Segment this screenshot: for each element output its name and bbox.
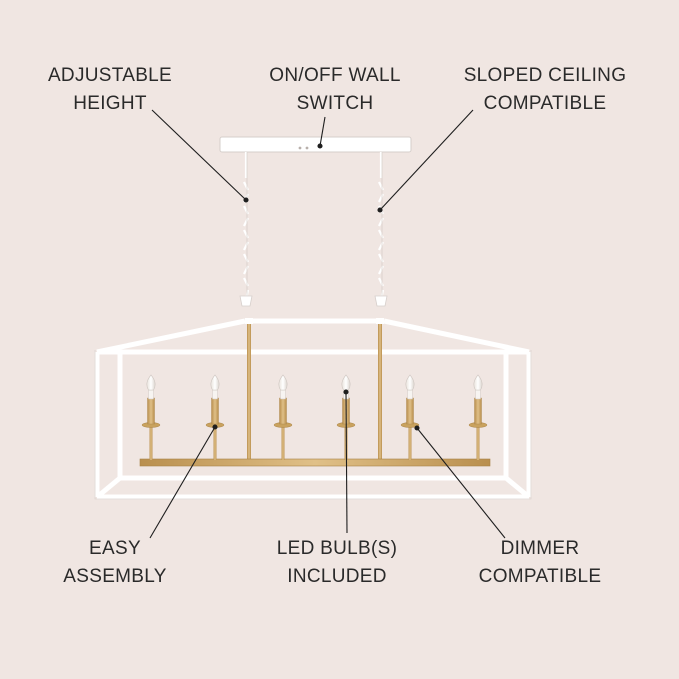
label-line: SLOPED CEILING: [463, 65, 627, 86]
label-led-bulbs: LED BULB(S) INCLUDED: [252, 535, 422, 591]
wall-switch-dot: [298, 146, 302, 150]
label-line: SWITCH: [296, 93, 374, 114]
candle-arm: [273, 374, 293, 460]
chain-hooks: [239, 295, 388, 307]
label-line: DIMMER: [500, 538, 580, 559]
candle-arm: [400, 374, 420, 460]
label-line: ON/OFF WALL: [269, 65, 401, 86]
cage-frame: [94, 318, 532, 500]
brass-base-bar: [139, 458, 491, 467]
label-line: HEIGHT: [73, 93, 147, 114]
label-line: ADJUSTABLE: [47, 65, 173, 86]
callout-lines: [149, 109, 506, 539]
suspension-chains: [243, 152, 385, 301]
callout-line-dimmer: [416, 427, 506, 539]
callout-line-sloped: [379, 109, 474, 211]
label-line: ASSEMBLY: [63, 566, 167, 587]
label-line: COMPATIBLE: [483, 93, 607, 114]
brass-rods: [245, 318, 384, 461]
label-dimmer: DIMMER COMPATIBLE: [450, 535, 630, 591]
callout-line-adjustable: [151, 109, 247, 201]
candle-arm: [468, 374, 488, 460]
candle-arm: [141, 374, 161, 460]
callout-line-led: [345, 391, 348, 534]
label-easy-assembly: EASY ASSEMBLY: [35, 535, 195, 591]
label-line: INCLUDED: [287, 566, 387, 587]
callout-line-switch: [319, 116, 326, 147]
label-line: COMPATIBLE: [478, 566, 602, 587]
candle-arm: [205, 374, 225, 460]
candle-group: [141, 374, 488, 460]
label-sloped-ceiling: SLOPED CEILING COMPATIBLE: [440, 62, 650, 118]
label-wall-switch: ON/OFF WALL SWITCH: [245, 62, 425, 118]
label-line: EASY: [89, 538, 141, 559]
callout-line-easy: [149, 426, 216, 539]
label-line: LED BULB(S): [276, 538, 398, 559]
ceiling-canopy: [219, 136, 412, 153]
label-adjustable-height: ADJUSTABLE HEIGHT: [20, 62, 200, 118]
